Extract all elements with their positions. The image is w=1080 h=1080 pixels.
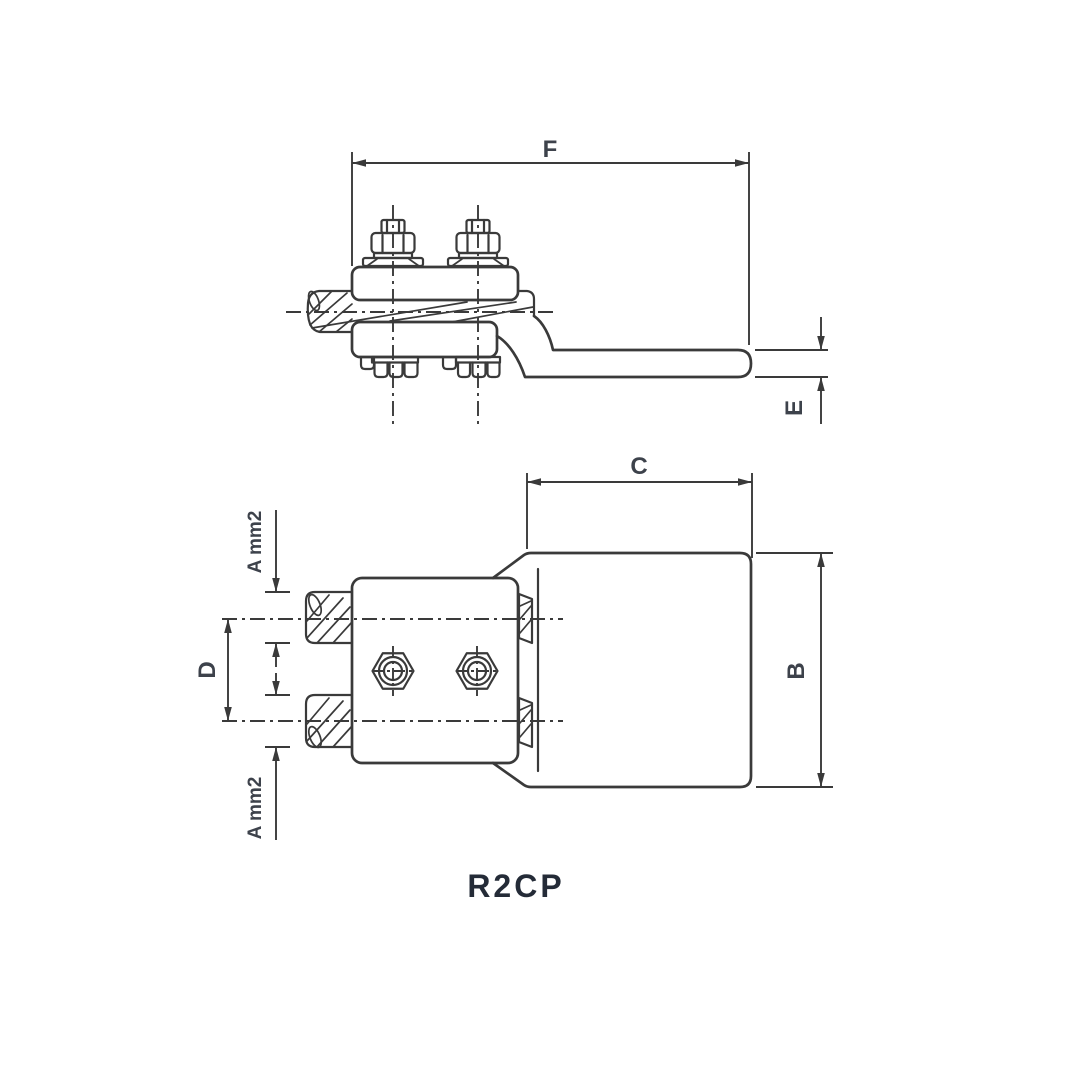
dimension-d: D	[194, 619, 232, 721]
clamp-lower-body	[350, 320, 499, 359]
arrowhead-up-icon	[224, 619, 232, 633]
dimension-f: F	[351, 136, 750, 345]
dimension-a-lower: A mm2	[245, 673, 290, 840]
dimension-a-upper-label: A mm2	[245, 511, 266, 574]
dimension-e: E	[755, 317, 828, 424]
terminal-palm-plan	[491, 551, 753, 789]
arrowhead-down-icon	[272, 578, 280, 592]
conductor-end-icon	[307, 593, 323, 617]
arrowhead-up-icon	[817, 377, 825, 391]
dimension-a-upper: A mm2	[245, 510, 290, 667]
dimension-c: C	[526, 453, 753, 558]
arrowhead-down-icon	[817, 773, 825, 787]
dimension-c-label: C	[630, 453, 647, 480]
arrowhead-up-icon	[272, 747, 280, 761]
bolt-1-side	[361, 218, 425, 268]
conductor-end-icon	[307, 725, 323, 749]
hex-bolt-1-plan	[371, 646, 415, 696]
arrowhead-up-icon	[817, 553, 825, 567]
arrowhead-left-icon	[352, 159, 366, 167]
arrowhead-down-icon	[272, 681, 280, 695]
arrowhead-left-icon	[527, 478, 541, 486]
arrowhead-down-icon	[817, 336, 825, 350]
side-view: F	[286, 136, 828, 428]
hex-bolt-2-plan	[455, 646, 499, 696]
arrowhead-right-icon	[738, 478, 752, 486]
plan-view: C	[194, 453, 833, 840]
arrowhead-down-icon	[224, 707, 232, 721]
conductor-lower-plan	[222, 693, 563, 749]
serration-strip-upper	[517, 592, 534, 645]
dimension-e-label: E	[781, 400, 808, 416]
dimension-a-lower-label: A mm2	[245, 777, 266, 840]
serration-strip-lower	[517, 696, 534, 749]
bolt-2-side	[446, 218, 510, 268]
conductor-upper-plan	[222, 590, 563, 645]
dimension-d-label: D	[194, 661, 221, 678]
arrowhead-right-icon	[735, 159, 749, 167]
arrowhead-up-icon	[272, 643, 280, 657]
dimension-b: B	[756, 552, 833, 788]
dimension-f-label: F	[543, 136, 558, 163]
side-view-centerlines	[286, 205, 556, 428]
terminal-blade-side	[495, 314, 753, 379]
conductor-end-icon	[307, 290, 321, 312]
product-code-label: R2CP	[467, 868, 564, 904]
clamp-body-plan	[350, 576, 520, 765]
dimension-b-label: B	[783, 662, 810, 679]
clamp-cap	[350, 265, 520, 302]
clamp-bottom-lugs	[359, 355, 502, 379]
conductor-side	[306, 289, 536, 334]
